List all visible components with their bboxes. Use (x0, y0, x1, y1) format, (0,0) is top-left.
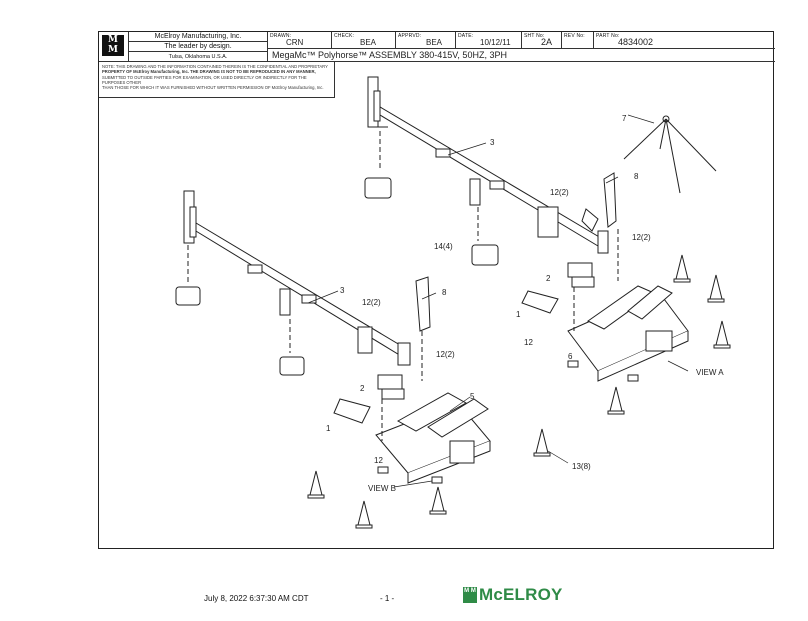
drawn-value: CRN (286, 38, 304, 47)
callout-8-upper: 8 (634, 172, 639, 181)
callout-3-upper: 3 (490, 138, 495, 147)
callout-5: 5 (470, 392, 475, 401)
rev-cell: REV No: (562, 32, 594, 49)
callout-13-8: 13(8) (572, 462, 591, 471)
notice-line-3: SUBMITTED TO OUTSIDE PARTIES FOR EXAMINA… (102, 74, 307, 85)
view-b-label: VIEW B (368, 484, 396, 493)
line-art (175, 76, 731, 529)
brand-mark-icon: M M (463, 587, 477, 603)
sheet-label: SHT No: (524, 33, 545, 39)
callout-12-2-lower-b: 12(2) (436, 350, 455, 359)
callout-8-lower: 8 (442, 288, 447, 297)
callout-14-4: 14(4) (434, 242, 453, 251)
upper-rail-assembly (364, 76, 609, 266)
callout-12-2-lower-a: 12(2) (362, 298, 381, 307)
lower-rail-assembly (175, 190, 411, 376)
page-number: - 1 - (380, 594, 395, 603)
callout-12-2-upper-b: 12(2) (632, 233, 651, 242)
notice-line-2: PROPERTY OF McElroy Manufacturing, Inc. … (102, 69, 316, 75)
mcelroy-logo-box: M M (99, 32, 129, 62)
approved-label: APPRVD: (398, 33, 422, 39)
callout-3-lower: 3 (340, 286, 345, 295)
title-block: M M McElroy Manufacturing, Inc. The lead… (99, 32, 775, 98)
callout-labels: 3 3 7 8 8 12(2) 12(2) 12(2) 12(2) 14(4) … (326, 114, 724, 493)
mm-logo-icon: M M (102, 35, 124, 56)
callout-1-lower: 1 (326, 424, 331, 433)
drawn-label: DRAWN: (270, 33, 292, 39)
company-tagline: The leader by design. (129, 42, 268, 52)
callout-2-lower: 2 (360, 384, 365, 393)
brand-wordmark: McELROY (479, 585, 563, 604)
print-timestamp: July 8, 2022 6:37:30 AM CDT (204, 594, 309, 603)
approved-value: BEA (426, 38, 443, 47)
notice-line-4: THAN THOSE FOR WHICH IT WAS FURNISHED WI… (102, 85, 324, 91)
upper-machine (521, 172, 689, 382)
check-label: CHECK: (334, 33, 355, 39)
sheet-cell: SHT No: 2A (522, 32, 562, 49)
callout-1-upper: 1 (516, 310, 521, 319)
part-value: 4834002 (618, 37, 654, 47)
part-label: PART No: (596, 33, 620, 39)
notice-bottom-rule (99, 97, 335, 98)
drawn-cell: DRAWN: CRN (268, 32, 332, 49)
callout-12-upper: 12 (524, 338, 533, 347)
drawing-description: MegaMc™ Polyhorse™ ASSEMBLY 380-415V, 50… (272, 50, 507, 60)
callout-2-upper: 2 (546, 274, 551, 283)
lifting-sling (623, 115, 717, 194)
safety-cones (307, 254, 731, 529)
view-a-label: VIEW A (696, 368, 724, 377)
notice-line-1: NOTE: THIS DRAWING AND THE INFORMATION C… (102, 64, 328, 69)
part-cell: PART No: 4834002 (594, 32, 775, 49)
rev-label: REV No: (564, 33, 585, 39)
date-label: DATE: (458, 33, 474, 39)
check-value: BEA (360, 38, 377, 47)
lower-machine (333, 276, 491, 484)
mcelroy-brand-logo: M M McELROY (463, 585, 563, 605)
company-location: Tulsa, Oklahoma U.S.A. (129, 52, 268, 62)
company-name: McElroy Manufacturing, Inc. (129, 32, 268, 42)
description-cell: MegaMc™ Polyhorse™ ASSEMBLY 380-415V, 50… (268, 49, 775, 62)
date-value: 10/12/11 (480, 38, 511, 47)
date-cell: DATE: 10/12/11 (456, 32, 522, 49)
sheet-value: 2A (541, 37, 553, 47)
callout-6: 6 (568, 352, 573, 361)
leader-lines (307, 114, 689, 488)
callout-7: 7 (622, 114, 627, 123)
assembly-drawing: 3 3 7 8 8 12(2) 12(2) 12(2) 12(2) 14(4) … (175, 76, 731, 529)
callout-12-lower: 12 (374, 456, 383, 465)
confidentiality-notice: NOTE: THIS DRAWING AND THE INFORMATION C… (99, 62, 335, 98)
check-cell: CHECK: BEA (332, 32, 396, 49)
drawing-sheet: M M McElroy Manufacturing, Inc. The lead… (98, 31, 775, 549)
callout-12-2-upper-a: 12(2) (550, 188, 569, 197)
approved-cell: APPRVD: BEA (396, 32, 456, 49)
